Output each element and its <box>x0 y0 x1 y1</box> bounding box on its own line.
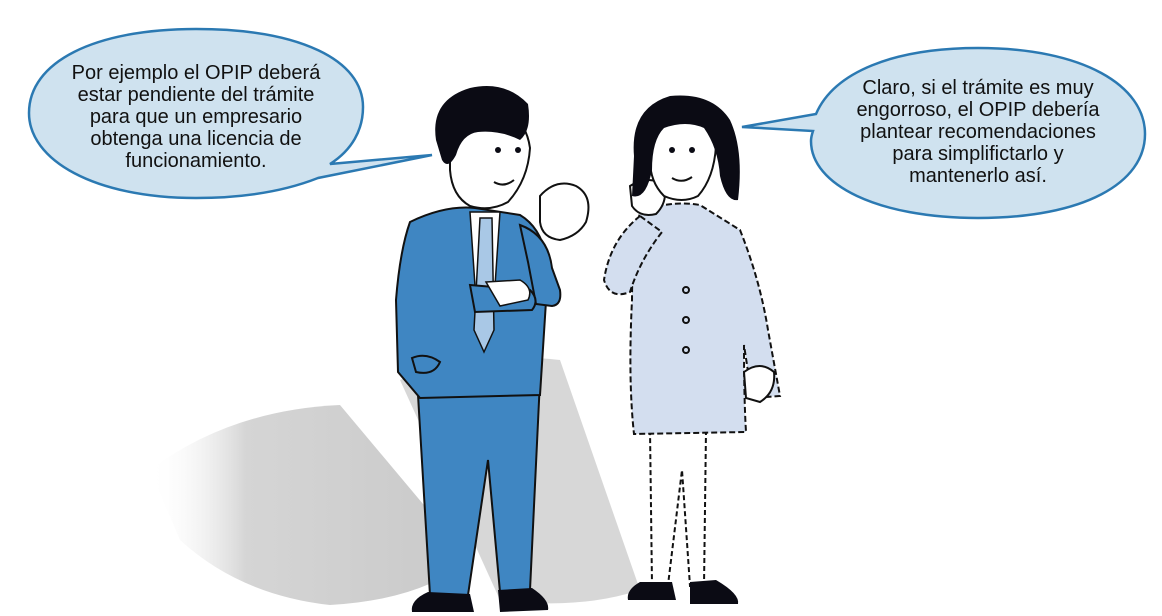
businessman-figure <box>394 86 590 612</box>
speech-text-right: Claro, si el trámite es muy engorroso, e… <box>856 77 1100 187</box>
speech-bubble-right <box>741 46 1147 220</box>
speech-bubble-left <box>27 27 433 200</box>
floor-shadow <box>150 357 640 605</box>
speech-text-left: Por ejemplo el OPIP deberá estar pendien… <box>71 62 321 172</box>
businesswoman-figure <box>602 95 782 604</box>
